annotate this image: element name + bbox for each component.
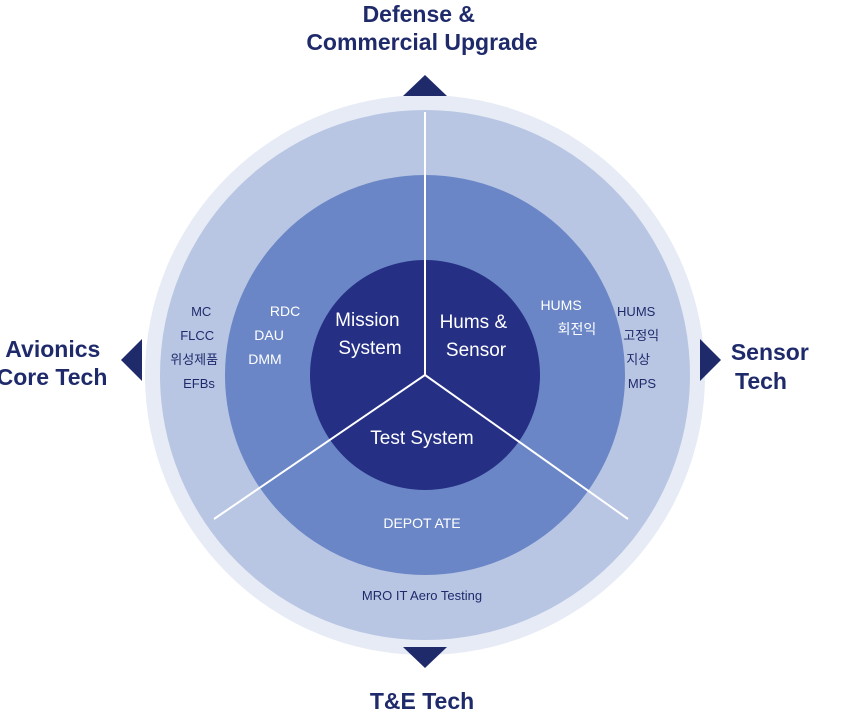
label-bottom: T&E Tech <box>370 688 474 712</box>
divider-right <box>424 374 629 520</box>
arrow-up-icon <box>403 75 447 96</box>
middle-left-list: RDC DAU DMM <box>248 303 304 367</box>
outer-left-list: MC FLCC 위성제품 EFBs <box>170 304 221 391</box>
outer-right-list: HUMS 고정익 지상 MPS <box>617 304 663 391</box>
arrow-down-icon <box>403 647 447 668</box>
arrow-right-icon <box>700 339 721 381</box>
middle-right-list: HUMS 회전익 <box>540 297 596 337</box>
label-top: Defense & Commercial Upgrade <box>306 1 537 55</box>
arrow-left-icon <box>121 339 142 381</box>
middle-bottom-label: DEPOT ATE <box>383 515 460 531</box>
core-test-label: Test System <box>370 428 473 449</box>
sector-dividers <box>213 112 629 520</box>
core-hums-label: Hums & Sensor <box>440 312 513 361</box>
core-mission-label: Mission System <box>335 310 405 359</box>
outer-bottom-label: MRO IT Aero Testing <box>362 588 482 603</box>
label-right: Sensor Tech <box>731 339 815 394</box>
label-left: Avionics Core Tech <box>0 336 107 390</box>
divider-left <box>213 374 426 520</box>
